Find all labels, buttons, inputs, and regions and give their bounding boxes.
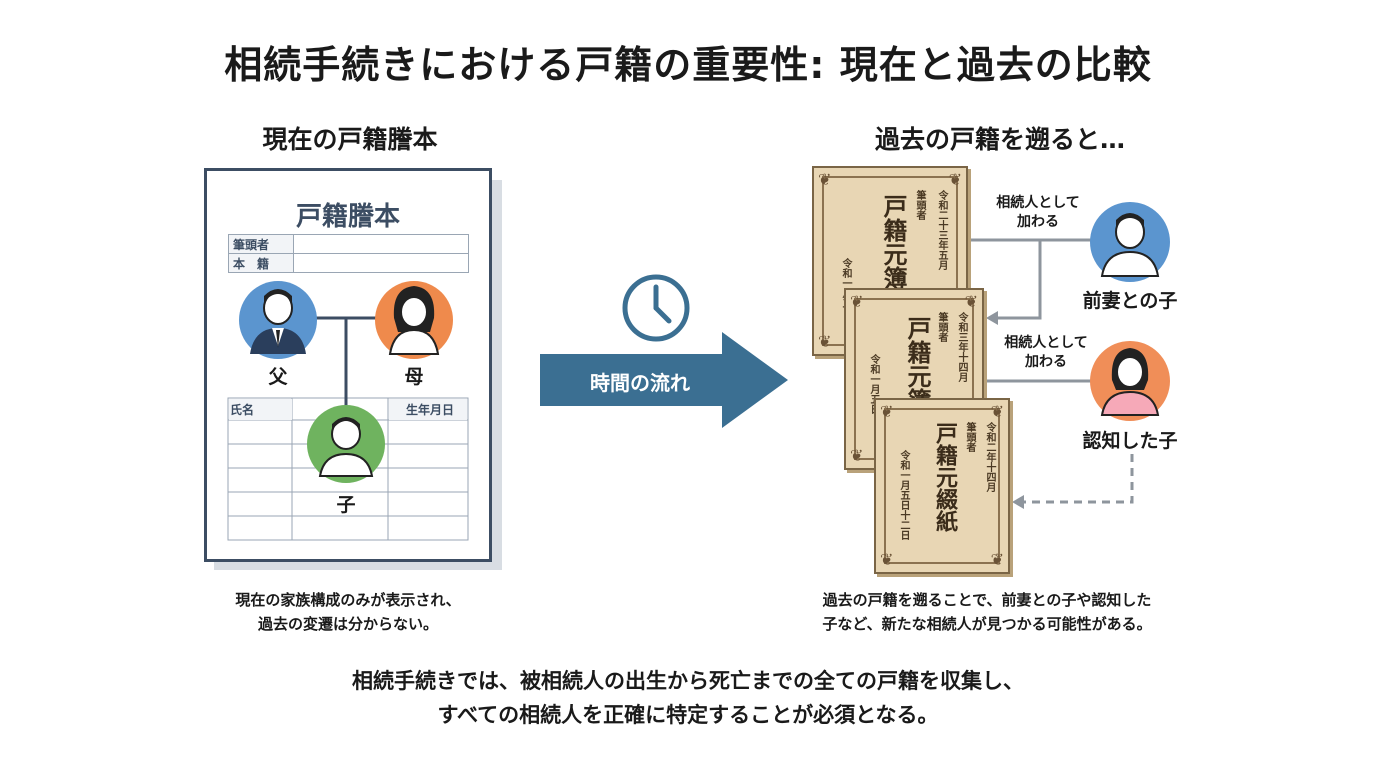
current-koseki-document [204, 168, 492, 562]
child-avatar [307, 405, 385, 483]
mother-label: 母 [404, 366, 424, 388]
corner-ornament-icon: ❦ [850, 446, 864, 465]
document-header-table: 筆頭者 本 籍 [228, 234, 469, 273]
document-title: 戸籍謄本 [295, 202, 400, 232]
relation-label-2: 相続人として 加わる [1004, 335, 1088, 370]
corner-ornament-icon: ❦ [850, 292, 864, 311]
corner-ornament-icon: ❦ [990, 402, 1004, 421]
header-label-domicile: 本 籍 [228, 253, 294, 273]
current-koseki-heading: 現在の戸籍謄本 [262, 125, 438, 154]
new-heirs-avatars [1090, 202, 1170, 421]
corner-ornament-icon: ❦ [964, 292, 978, 311]
acknowledged-child-avatar [1090, 341, 1170, 421]
corner-ornament-icon: ❦ [880, 402, 894, 421]
corner-ornament-icon: ❦ [948, 170, 962, 189]
clock-icon [622, 274, 690, 342]
time-flow-arrow [540, 332, 788, 428]
time-flow-label: 時間の流れ [590, 371, 690, 395]
page-title: 相続手続きにおける戸籍の重要性: 現在と過去の比較 [224, 43, 1152, 87]
past-koseki-note: 過去の戸籍を遡ることで、前妻との子や認知した 子など、新たな相続人が見つかる可能… [822, 591, 1152, 633]
connector-arrowhead-3 [1012, 495, 1024, 509]
conclusion-text: 相続手続きでは、被相続人の出生から死亡までの全ての戸籍を収集し、 すべての相続人… [352, 669, 1024, 727]
child-label: 子 [336, 494, 356, 516]
ex-wife-child-avatar [1090, 202, 1170, 282]
corner-ornament-icon: ❦ [818, 170, 832, 189]
ex-wife-child-label: 前妻との子 [1082, 290, 1178, 312]
corner-ornament-icon: ❦ [880, 550, 894, 569]
sheet-1-title: 戸籍元簿 [879, 194, 907, 290]
connector-line-1-drop [996, 240, 1042, 320]
relation-label-1: 相続人として 加わる [996, 195, 1080, 230]
family-connector-lines [316, 316, 376, 414]
old-koseki-sheet-3: ❦ ❦ ❦ ❦ 筆頭者 戸籍元綴紙 令和二年十四月 令和一月五日十二日 [874, 398, 1010, 574]
current-koseki-note: 現在の家族構成のみが表示され、 過去の変遷は分からない。 [235, 591, 461, 633]
acknowledged-child-label: 認知した子 [1082, 430, 1178, 452]
corner-ornament-icon: ❦ [990, 550, 1004, 569]
father-avatar [239, 281, 317, 359]
time-flow-graphic [540, 274, 788, 428]
family-tree-graphic [227, 281, 469, 541]
father-label: 父 [268, 366, 288, 388]
sheet-2-title: 戸籍元簿 [903, 316, 931, 412]
connector-arrowhead-1 [986, 311, 998, 325]
past-koseki-heading: 過去の戸籍を遡ると… [874, 125, 1125, 154]
column-name-header: 氏名 [230, 403, 255, 417]
connector-line-3-dashed [1022, 454, 1134, 504]
sheet-3-title: 戸籍元綴紙 [932, 422, 957, 532]
mother-avatar [375, 281, 453, 359]
corner-ornament-icon: ❦ [818, 332, 832, 351]
header-label-head: 筆頭者 [228, 234, 294, 254]
column-birthdate-header: 生年月日 [405, 403, 454, 417]
